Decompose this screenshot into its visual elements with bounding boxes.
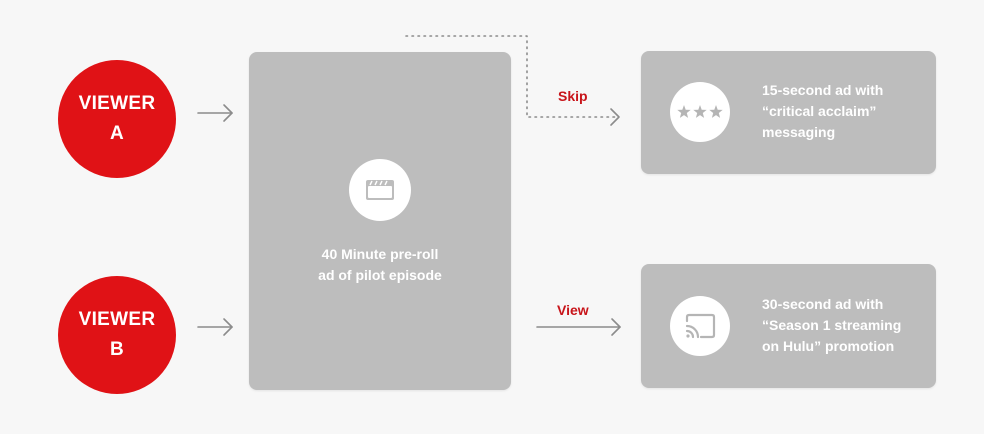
viewer-b-circle: VIEWER B — [58, 276, 176, 394]
outcome-skip-box: 15-second ad with “critical acclaim” mes… — [641, 51, 936, 174]
preroll-box: 40 Minute pre-roll ad of pilot episode — [249, 52, 511, 390]
three-stars-icon — [670, 82, 730, 142]
arrow-viewer-b — [197, 318, 233, 336]
view-arrow — [536, 318, 621, 336]
outcome-view-box: 30-second ad with “Season 1 streaming on… — [641, 264, 936, 388]
viewer-a-label: VIEWER — [78, 93, 156, 114]
outcome-view-line-2: “Season 1 streaming — [762, 317, 902, 333]
outcome-view-text: 30-second ad with “Season 1 streaming on… — [762, 294, 932, 357]
preroll-line-1: 40 Minute pre-roll — [321, 246, 439, 262]
cast-screen-icon — [670, 296, 730, 356]
outcome-skip-text: 15-second ad with “critical acclaim” mes… — [762, 80, 932, 143]
viewer-a-circle: VIEWER A — [58, 60, 176, 178]
outcome-skip-line-1: 15-second ad with — [762, 82, 884, 98]
outcome-skip-line-2: “critical acclaim” — [762, 103, 877, 119]
skip-connector — [405, 35, 620, 126]
preroll-text: 40 Minute pre-roll ad of pilot episode — [249, 244, 511, 286]
outcome-view-line-1: 30-second ad with — [762, 296, 884, 312]
outcome-skip-line-3: messaging — [762, 124, 836, 140]
preroll-line-2: ad of pilot episode — [318, 267, 442, 283]
view-label: View — [557, 302, 589, 318]
arrow-viewer-a — [197, 104, 233, 122]
viewer-b-letter: B — [109, 339, 125, 360]
clapperboard-icon — [349, 159, 411, 221]
skip-label: Skip — [558, 88, 588, 104]
viewer-a-letter: A — [109, 123, 125, 144]
outcome-view-line-3: on Hulu” promotion — [762, 338, 895, 354]
viewer-b-label: VIEWER — [78, 309, 156, 330]
